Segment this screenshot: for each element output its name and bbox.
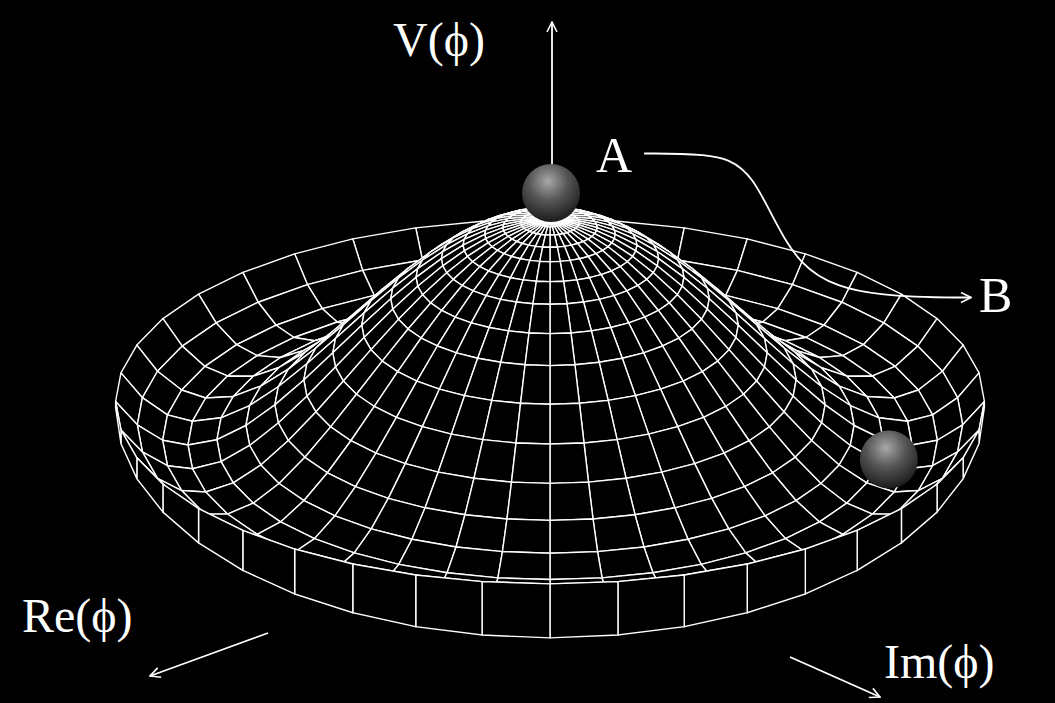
point-label: A (592, 126, 636, 185)
surface-cell (540, 247, 550, 262)
transition-arrow (644, 154, 971, 298)
surface-skirt (199, 509, 243, 571)
surface-cell (521, 365, 550, 405)
surface-cell (525, 333, 550, 366)
surface-skirt (353, 564, 416, 627)
axis-label: Re(ϕ) (22, 590, 133, 643)
surface-cell (501, 331, 529, 365)
surface-cell (550, 281, 567, 304)
surface-cell (550, 519, 598, 553)
ball-unstable (522, 164, 580, 222)
surface-cell (550, 365, 579, 405)
surface-cell (593, 515, 644, 552)
surface-cell (550, 333, 575, 366)
surface-skirt (684, 564, 747, 627)
surface-cell (498, 552, 550, 580)
surface-skirt (163, 484, 199, 543)
surface-skirt (618, 575, 684, 635)
surface-cell (545, 227, 550, 235)
surface-skirt (747, 549, 805, 613)
point-label: B (975, 266, 1016, 325)
surface-cell (511, 443, 550, 483)
imaginary-axis (790, 657, 880, 697)
surface-skirt (243, 530, 295, 593)
surface-cell (492, 362, 525, 403)
surface-cell (550, 552, 602, 580)
surface-cell (550, 443, 589, 483)
surface-skirt (550, 582, 618, 638)
surface-skirt (416, 575, 482, 635)
surface-cell (550, 261, 564, 281)
surface-cell (474, 440, 516, 482)
surface-cell (589, 478, 636, 519)
surface-skirt (482, 582, 550, 638)
axis-label: Im(ϕ) (884, 636, 995, 689)
surface-skirt (137, 458, 163, 512)
surface-cell (502, 519, 550, 553)
surface-cell (456, 515, 507, 552)
surface-cell (507, 482, 550, 520)
surface-skirt (295, 549, 353, 613)
surface-cell (584, 440, 626, 482)
potential-axis (551, 22, 553, 170)
surface-skirt (979, 401, 984, 443)
surface-cell (550, 304, 571, 334)
surface-skirt (857, 509, 901, 571)
surface-skirt (805, 530, 857, 593)
axis-label: V(ϕ) (393, 14, 485, 67)
surface-cell (533, 281, 550, 304)
real-axis (150, 633, 268, 676)
surface-cell (483, 400, 521, 443)
ball-vacuum (860, 431, 918, 489)
point-letter: A (596, 128, 632, 183)
surface-cell (550, 235, 557, 247)
surface-cell (550, 403, 584, 444)
surface-cell (571, 331, 599, 365)
surface-skirt (901, 484, 937, 543)
surface-cell (529, 304, 550, 334)
surface-skirt (937, 458, 963, 512)
surface-cell (516, 403, 550, 444)
surface-cell (575, 362, 608, 403)
surface-skirt (116, 401, 121, 443)
surface-cell (579, 400, 617, 443)
surface-cell (536, 261, 550, 281)
surface-cell (550, 247, 560, 262)
surface-skirt (121, 430, 137, 479)
surface-cell (465, 478, 512, 519)
point-letter: B (979, 268, 1012, 323)
surface-skirt (963, 430, 979, 479)
surface-cell (550, 482, 593, 520)
surface-cell (543, 235, 550, 247)
